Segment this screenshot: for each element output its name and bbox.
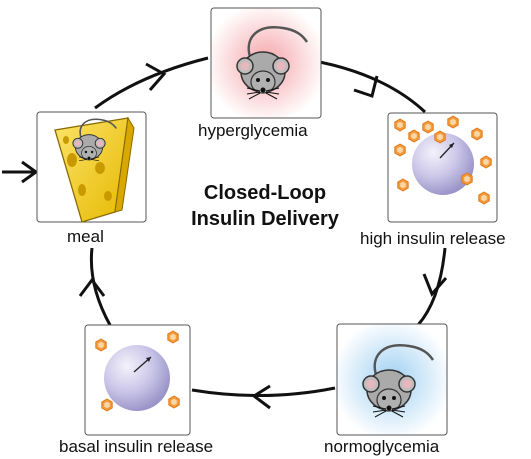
mouse-icon [236,26,309,100]
arrowhead-to-normoglycemia [422,273,448,297]
diagram-title-line1: Closed-Loop [203,182,327,204]
panel-normoglycemia [336,323,448,436]
cheese-mouse-icon [54,116,135,223]
arc-high-release-to-normoglycemia [416,247,447,326]
arrowhead-to-meal [78,277,106,297]
diagram-title-line2: Insulin Delivery [191,208,339,230]
cycle-arrowheads [21,62,448,410]
label-basal-insulin-release: basal insulin release [59,437,214,456]
arrowhead-to-basal [251,384,271,410]
arc-meal-to-hyperglycemia [94,56,209,110]
insulin-sphere-icon [412,133,474,195]
insulin-sphere-icon [104,345,170,411]
arrowhead-to-high-release [353,75,379,98]
panel-high-insulin-release [387,112,498,223]
panel-meal [36,111,147,223]
label-high-insulin-release: high insulin release [360,229,506,248]
label-meal: meal [67,227,104,246]
label-hyperglycemia: hyperglycemia [198,121,308,140]
panel-hyperglycemia [210,7,322,119]
arc-normoglycemia-to-basal [191,386,336,398]
arrowhead-to-hyperglycemia [145,62,167,91]
mouse-icon [362,344,435,418]
arc-basal-to-meal [89,247,112,326]
label-normoglycemia: normoglycemia [324,437,440,456]
panel-basal-insulin-release [84,324,191,436]
arrowhead-input [21,160,39,184]
